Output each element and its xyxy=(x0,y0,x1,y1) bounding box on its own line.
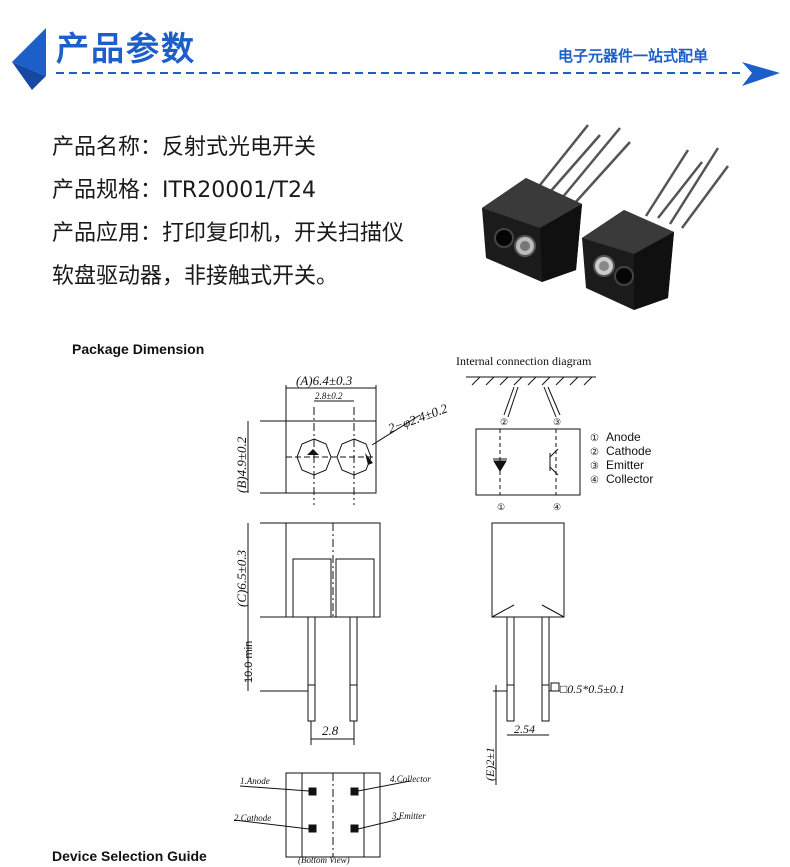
bottom-emitter-label: 3.Emitter xyxy=(391,811,426,821)
product-name: 产品名称：反射式光电开关 xyxy=(52,135,317,160)
dim-a-label: (A)6.4±0.3 xyxy=(296,373,353,388)
product-application: 产品应用：打印复印机，开关扫描仪 xyxy=(52,221,405,246)
product-spec: 产品规格：ITR20001/T24 xyxy=(52,178,317,203)
package-drawing: (A)6.4±0.3 2.8±0.2 2−φ2.4±0.2 (B)4.9±0.2… xyxy=(233,354,653,865)
header-decoration xyxy=(12,28,780,90)
product-application-cont: 软盘驱动器，非接触式开关。 xyxy=(52,264,339,289)
bottom-collector-label: 4.Collector xyxy=(390,774,431,784)
bottom-anode-label: 1.Anode xyxy=(240,776,270,786)
dim-lead-label: 10.0 min xyxy=(243,641,255,683)
legend-num-collector: ④ xyxy=(590,475,599,486)
legend-collector: Collector xyxy=(606,472,653,486)
left-arrow-icon xyxy=(12,28,46,76)
dim-hole-label: 2−φ2.4±0.2 xyxy=(386,400,450,436)
dim-c-label: (C)6.5±0.3 xyxy=(234,550,249,607)
legend-anode: Anode xyxy=(606,430,641,444)
dim-pin-label: □0.5*0.5±0.1 xyxy=(560,682,625,696)
dim-e-label: (E)2±1 xyxy=(483,747,497,781)
dim-254-label: 2.54 xyxy=(514,722,535,736)
legend-num-emitter: ③ xyxy=(590,461,599,472)
legend-cathode: Cathode xyxy=(606,444,652,458)
legend-num-cathode: ② xyxy=(590,447,599,458)
product-photo xyxy=(482,124,730,310)
legend-emitter: Emitter xyxy=(606,458,644,472)
bottom-view-label: (Bottom View) xyxy=(298,855,350,865)
header-slogan: 电子元器件一站式配单 xyxy=(558,47,709,65)
product-info: 产品名称：反射式光电开关 产品规格：ITR20001/T24 产品应用：打印复印… xyxy=(52,126,404,298)
pin-num-4: ④ xyxy=(553,502,561,512)
dim-b-label: (B)4.9±0.2 xyxy=(234,436,249,493)
pin-num-3: ③ xyxy=(553,417,561,427)
bottom-cathode-label: 2.Cathode xyxy=(234,813,271,823)
device-selection-title: Device Selection Guide xyxy=(52,848,207,864)
right-arrow-icon xyxy=(742,62,780,86)
page-title: 产品参数 xyxy=(56,29,196,68)
header-banner: 产品参数 电子元器件一站式配单 xyxy=(0,0,790,100)
dim-28-top-label: 2.8±0.2 xyxy=(315,391,343,401)
pin-num-2: ② xyxy=(500,417,508,427)
connection-diagram-title: Internal connection diagram xyxy=(456,354,592,368)
legend-num-anode: ① xyxy=(590,433,599,444)
package-dimension-title: Package Dimension xyxy=(72,341,205,357)
pin-num-1: ① xyxy=(497,502,505,512)
dim-pitch-label: 2.8 xyxy=(322,723,339,738)
